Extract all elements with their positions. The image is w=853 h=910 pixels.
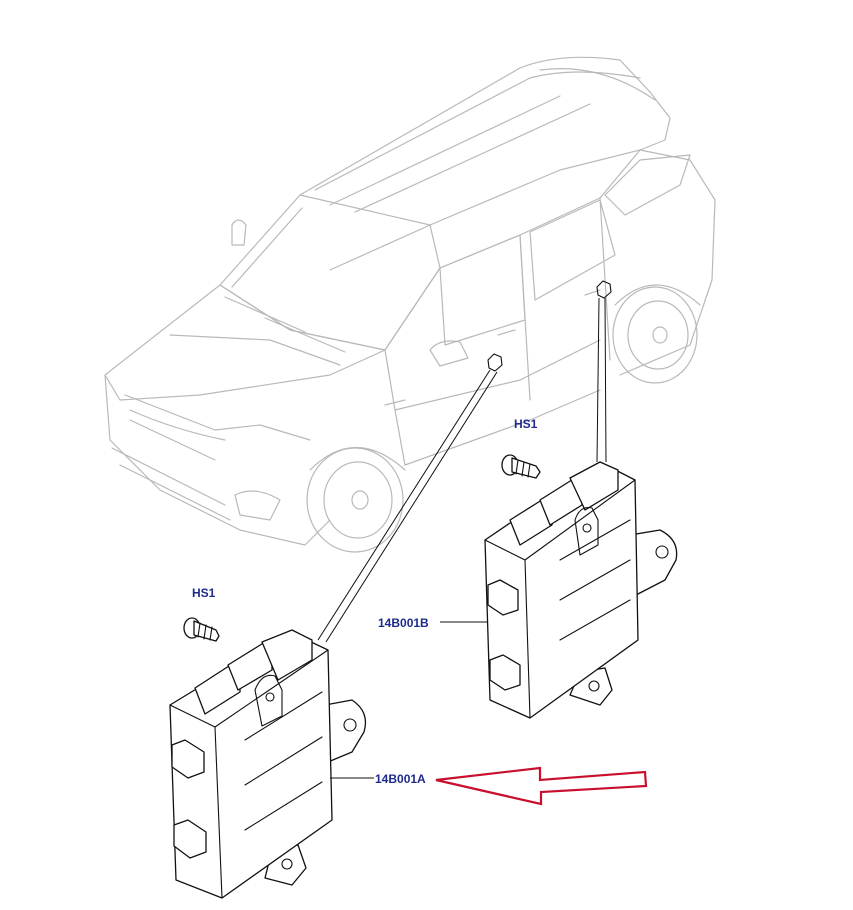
screw-icon-upper bbox=[501, 454, 541, 479]
red-arrow-icon bbox=[435, 766, 648, 806]
leader-line-module-b-2 bbox=[604, 297, 607, 463]
leader-line-module-a-1 bbox=[317, 369, 491, 641]
vehicle-illustration bbox=[104, 56, 716, 553]
location-marker-front-door bbox=[487, 353, 503, 372]
label-module-a: 14B001A bbox=[375, 772, 426, 786]
module-b-icon bbox=[484, 461, 678, 719]
screw-icon-lower bbox=[183, 617, 220, 642]
label-hs1-upper: HS1 bbox=[514, 417, 538, 431]
module-a-icon bbox=[169, 629, 367, 899]
label-hs1-lower: HS1 bbox=[192, 586, 216, 600]
location-markers bbox=[317, 280, 612, 643]
label-module-b: 14B001B bbox=[378, 616, 429, 630]
leader-line-module-a-2 bbox=[325, 371, 498, 643]
location-marker-rear-door bbox=[596, 280, 612, 299]
leader-line-module-b-1 bbox=[596, 297, 600, 463]
